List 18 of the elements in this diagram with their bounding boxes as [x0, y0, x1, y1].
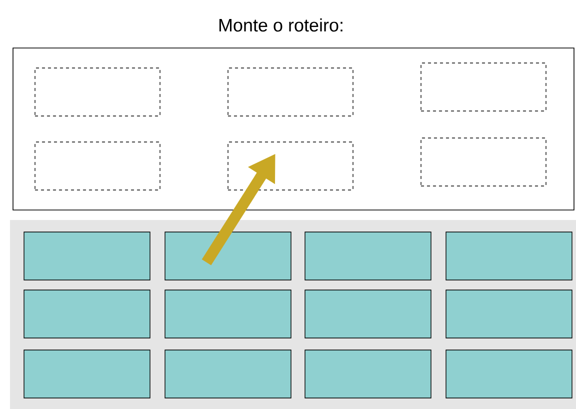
empty-slot [228, 68, 354, 116]
card [304, 290, 432, 338]
card [24, 350, 150, 398]
card [164, 350, 292, 398]
empty-slot [420, 62, 546, 112]
empty-slot [420, 138, 546, 186]
empty-slot [34, 142, 160, 190]
card [164, 232, 292, 280]
card [304, 232, 432, 280]
card [446, 290, 572, 338]
card [446, 350, 572, 398]
empty-slot [34, 68, 160, 116]
card [24, 290, 150, 338]
card [446, 232, 572, 280]
card [164, 290, 292, 338]
card [24, 232, 150, 280]
title: Monte o roteiro: [219, 18, 342, 32]
card [304, 350, 432, 398]
